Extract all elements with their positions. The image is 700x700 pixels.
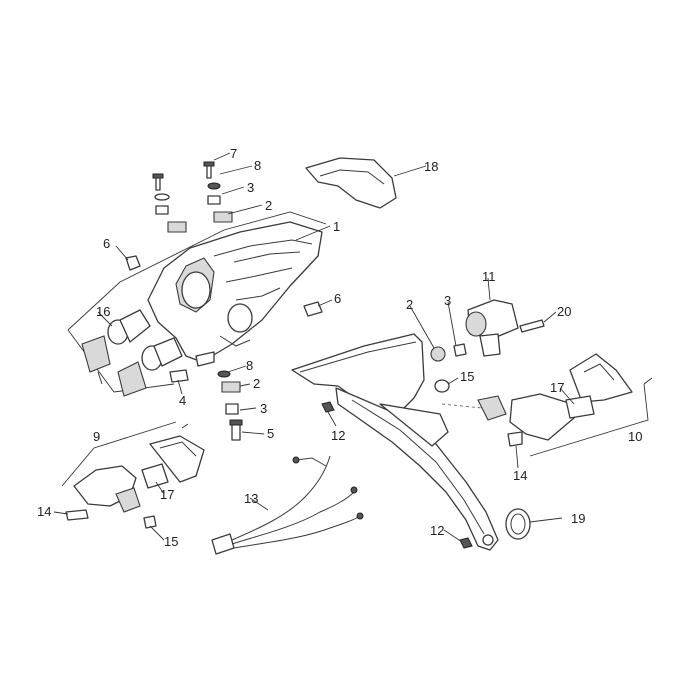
leader-lines [53, 152, 575, 543]
callout-17: 17 [550, 380, 564, 395]
reflector [505, 508, 531, 540]
callout-3: 3 [260, 401, 267, 416]
callout-14: 14 [37, 504, 51, 519]
license-plate-bracket [291, 333, 499, 551]
right-turn-indicator [441, 353, 653, 447]
rear-cover-plate [305, 157, 397, 209]
callout-10: 10 [628, 429, 642, 444]
callout-4: 4 [179, 393, 186, 408]
callout-8: 8 [254, 158, 261, 173]
callout-1: 1 [333, 219, 340, 234]
callout-12: 12 [331, 428, 345, 443]
nut-12-lower [459, 537, 473, 549]
spacer-right [434, 379, 450, 393]
callout-16: 16 [96, 304, 110, 319]
callout-19: 19 [571, 511, 585, 526]
callout-11: 11 [482, 269, 496, 284]
callout-8: 8 [246, 358, 253, 373]
callout-15: 15 [460, 369, 474, 384]
callout-2: 2 [253, 376, 260, 391]
callout-5: 5 [267, 426, 274, 441]
callout-6: 6 [334, 291, 341, 306]
clip-nut-right [303, 301, 323, 317]
license-light [465, 299, 519, 357]
callout-labels: 1 2 2 2 3 3 3 4 5 6 6 7 8 8 9 10 11 12 1… [37, 146, 642, 549]
left-turn-indicator [65, 423, 205, 529]
callout-9: 9 [93, 429, 100, 444]
tail-light-housing [147, 221, 323, 367]
callout-14: 14 [513, 468, 527, 483]
wiring-harness [211, 455, 364, 555]
callout-15: 15 [164, 534, 178, 549]
callout-3: 3 [444, 293, 451, 308]
callout-12: 12 [430, 523, 444, 538]
callout-7: 7 [230, 146, 237, 161]
callout-17: 17 [160, 487, 174, 502]
callout-6: 6 [103, 236, 110, 251]
grommet-right [430, 346, 446, 362]
callout-13: 13 [244, 491, 258, 506]
callout-20: 20 [557, 304, 571, 319]
upper-fasteners [152, 161, 233, 233]
callout-2: 2 [406, 297, 413, 312]
clip-nut-left [125, 255, 141, 271]
screw-20 [519, 319, 545, 333]
lower-fasteners [169, 369, 243, 441]
nut-12-upper [321, 401, 335, 413]
bulb-holders [81, 309, 183, 397]
callout-18: 18 [424, 159, 438, 174]
callout-2: 2 [265, 198, 272, 213]
group-frame-left [67, 211, 327, 331]
callout-3: 3 [247, 180, 254, 195]
